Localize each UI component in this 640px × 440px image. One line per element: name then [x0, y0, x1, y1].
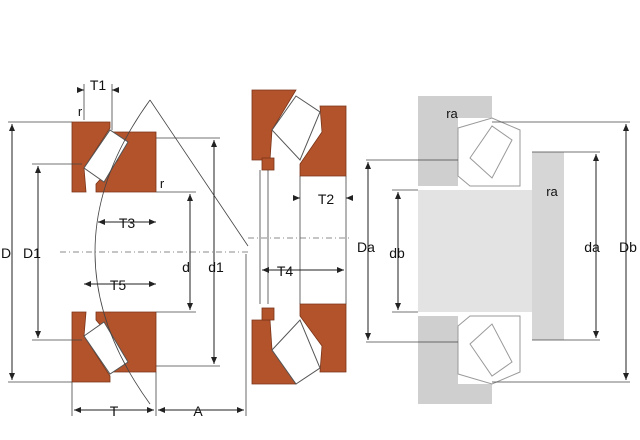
- middle-upper-outer-ring: [251, 89, 297, 161]
- upper-housing-washer: [95, 131, 157, 193]
- label-T: T: [110, 403, 119, 419]
- label-da: da: [584, 239, 600, 255]
- label-D: D: [1, 245, 11, 261]
- housing-top: [418, 96, 492, 186]
- housing-bottom: [418, 316, 492, 404]
- label-ra-right: ra: [546, 184, 558, 199]
- label-ra-top: ra: [446, 106, 458, 121]
- label-r-mid: r: [160, 176, 165, 191]
- middle-lower-roller: [271, 319, 321, 385]
- shaft: [418, 190, 532, 312]
- shaft-shoulder: [532, 152, 564, 340]
- label-d: d: [182, 259, 190, 275]
- middle-section-view: T2 T4: [248, 89, 353, 385]
- label-T1: T1: [90, 77, 107, 93]
- lower-roller: [83, 321, 129, 375]
- upper-roller: [83, 129, 129, 183]
- label-T2: T2: [318, 191, 335, 207]
- label-T5: T5: [110, 277, 127, 293]
- middle-upper-roller: [271, 95, 321, 161]
- label-r-top: r: [78, 104, 83, 119]
- left-section-view: D D1 T1 r r T3 T5 d d1: [1, 77, 250, 419]
- label-D1: D1: [23, 245, 41, 261]
- label-Da: Da: [357, 239, 375, 255]
- label-T3: T3: [119, 215, 136, 231]
- label-T4: T4: [277, 263, 294, 279]
- label-db: db: [389, 245, 405, 261]
- label-A: A: [193, 403, 203, 419]
- right-mounting-view: Da db da Db ra ra: [357, 96, 637, 404]
- label-d1: d1: [208, 259, 224, 275]
- label-Db: Db: [619, 239, 637, 255]
